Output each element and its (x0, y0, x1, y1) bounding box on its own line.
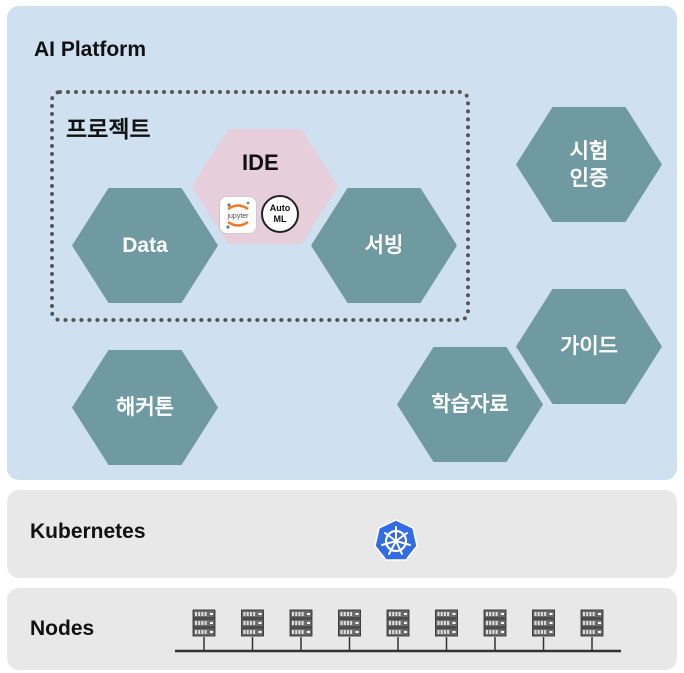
server-icon (580, 609, 604, 651)
hackathon-label: 해커톤 (116, 396, 174, 419)
server-icon (386, 609, 410, 651)
serving-label: 서빙 (364, 234, 404, 257)
server-icon (435, 609, 458, 651)
learning-materials-label: 학습자료 (431, 393, 509, 416)
ai-platform-title: AI Platform (34, 38, 147, 61)
automl-icon: Auto ML (261, 195, 299, 233)
server-icon (532, 609, 555, 651)
kubernetes-logo-icon (373, 518, 419, 567)
kubernetes-title: Kubernetes (30, 520, 146, 543)
serving-hexagon: 서빙 (311, 188, 457, 303)
server-icon (338, 609, 361, 651)
server-icon (289, 609, 313, 651)
server-icon (192, 609, 216, 651)
project-label: 프로젝트 (66, 116, 151, 142)
ide-label: IDE (242, 150, 279, 175)
guide-label: 가이드 (560, 335, 618, 358)
server-icon (483, 609, 507, 651)
kubernetes-panel (7, 490, 677, 578)
jupyter-icon: jupyter (219, 196, 257, 234)
nodes-title: Nodes (30, 617, 95, 640)
jupyter-icon-text: jupyter (226, 213, 249, 220)
server-icon (241, 609, 264, 651)
certification-label: 시험 인증 (569, 139, 609, 190)
nodes-diagram (175, 609, 621, 653)
project-group-box (50, 90, 470, 322)
data-label: Data (122, 234, 168, 257)
